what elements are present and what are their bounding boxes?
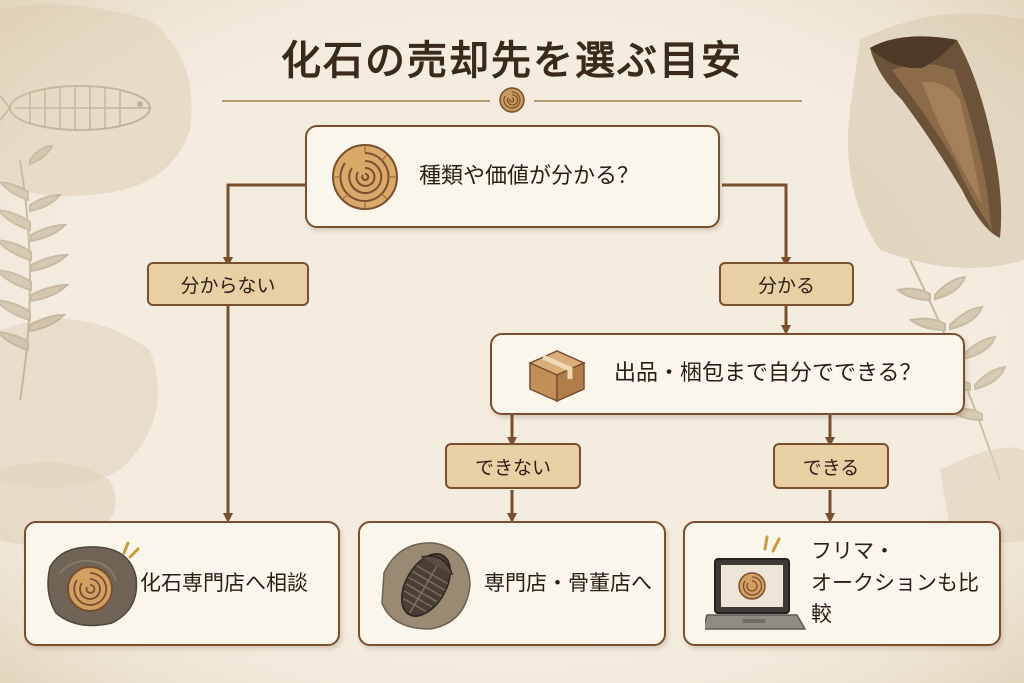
result-box-antique-shop: 専門店・骨董店へ [358,521,666,646]
result-box-online-market: フリマ・ オークションも比較 [683,521,1001,646]
ammonite-icon [332,144,398,210]
branch-label-cannot: できない [445,443,581,489]
branch-label-known: 分かる [719,262,854,306]
branch-label-can: できる [773,443,889,489]
result-3-line-1: フリマ・ [811,539,895,564]
cardboard-box-icon [528,350,586,403]
result-box-fossil-shop: 化石専門店へ相談 [24,521,340,646]
branch-label-unknown: 分からない [147,262,309,306]
question-1-text: 種類や価値が分かる？ [419,163,640,189]
question-2-text: 出品・梱包まで自分でできる？ [614,361,922,387]
result-3-line-2: オークションも比較 [811,570,979,627]
title-divider-left [222,100,490,102]
question-box-1: 種類や価値が分かる？ [305,125,720,228]
result-1-text: 化石専門店へ相談 [140,571,308,596]
page-title: 化石の売却先を選ぶ目安 [281,37,743,84]
result-2-text: 専門店・骨董店へ [484,571,652,596]
result-3-text: フリマ・ オークションも比較 [811,536,999,631]
trilobite-fossil-icon [381,542,471,630]
question-box-2: 出品・梱包まで自分でできる？ [490,333,965,415]
title-divider-right [534,100,802,102]
shark-tooth-icon [870,36,1002,238]
ammonite-fossil-rock-icon [47,541,140,627]
ammonite-ornament-icon [499,87,525,113]
laptop-icon [705,535,807,630]
